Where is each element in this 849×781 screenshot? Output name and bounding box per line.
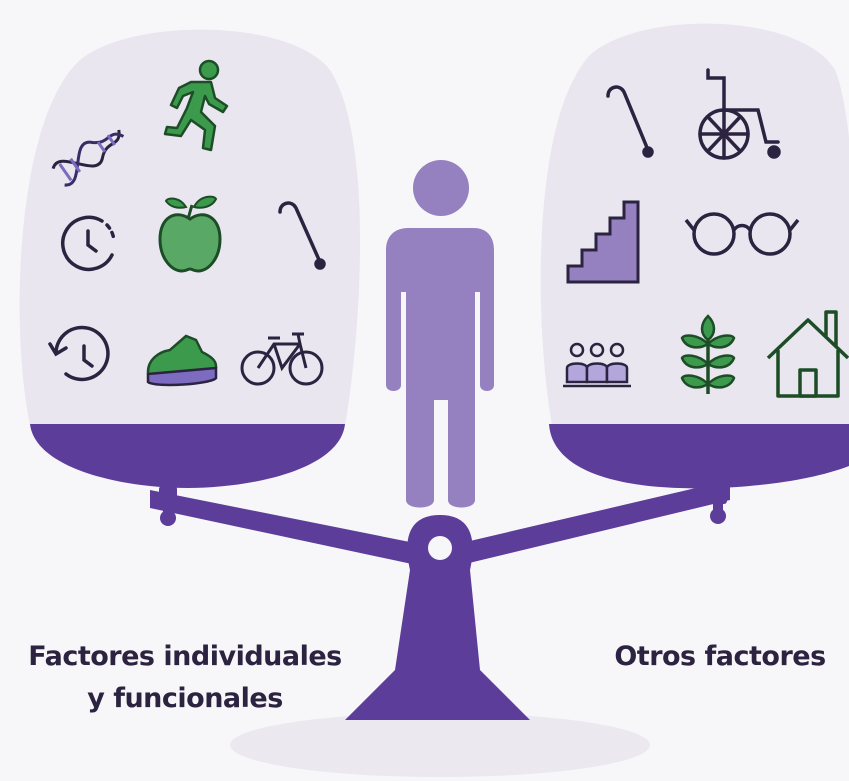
left-label-line1: Factores individuales — [28, 641, 342, 672]
person-figure — [386, 160, 494, 508]
left-label-line2: y funcionales — [87, 683, 283, 714]
apple-icon — [158, 195, 222, 273]
right-pan — [549, 424, 849, 489]
glasses-icon — [684, 212, 800, 256]
clock-history-icon — [48, 325, 110, 382]
plant-icon — [680, 314, 736, 394]
wheelchair-icon — [698, 68, 781, 160]
bicycle-icon — [240, 332, 324, 386]
running-person-icon — [163, 59, 229, 152]
right-factors-label: Otros factores — [600, 636, 840, 678]
group-icon — [563, 342, 631, 388]
scale — [30, 424, 849, 720]
pivot-hole — [428, 536, 452, 560]
clock-icon — [61, 215, 116, 272]
dna-icon — [51, 129, 125, 187]
scale-stand — [345, 515, 530, 720]
left-factors-label: Factores individuales y funcionales — [20, 636, 350, 720]
house-icon — [766, 310, 849, 398]
stairs-icon — [566, 200, 640, 284]
left-pan — [30, 424, 345, 488]
cane-icon-right — [606, 85, 654, 158]
right-label-text: Otros factores — [614, 641, 826, 672]
shoe-icon — [146, 334, 218, 387]
cane-icon — [278, 201, 326, 270]
floor-shadow — [230, 713, 650, 777]
